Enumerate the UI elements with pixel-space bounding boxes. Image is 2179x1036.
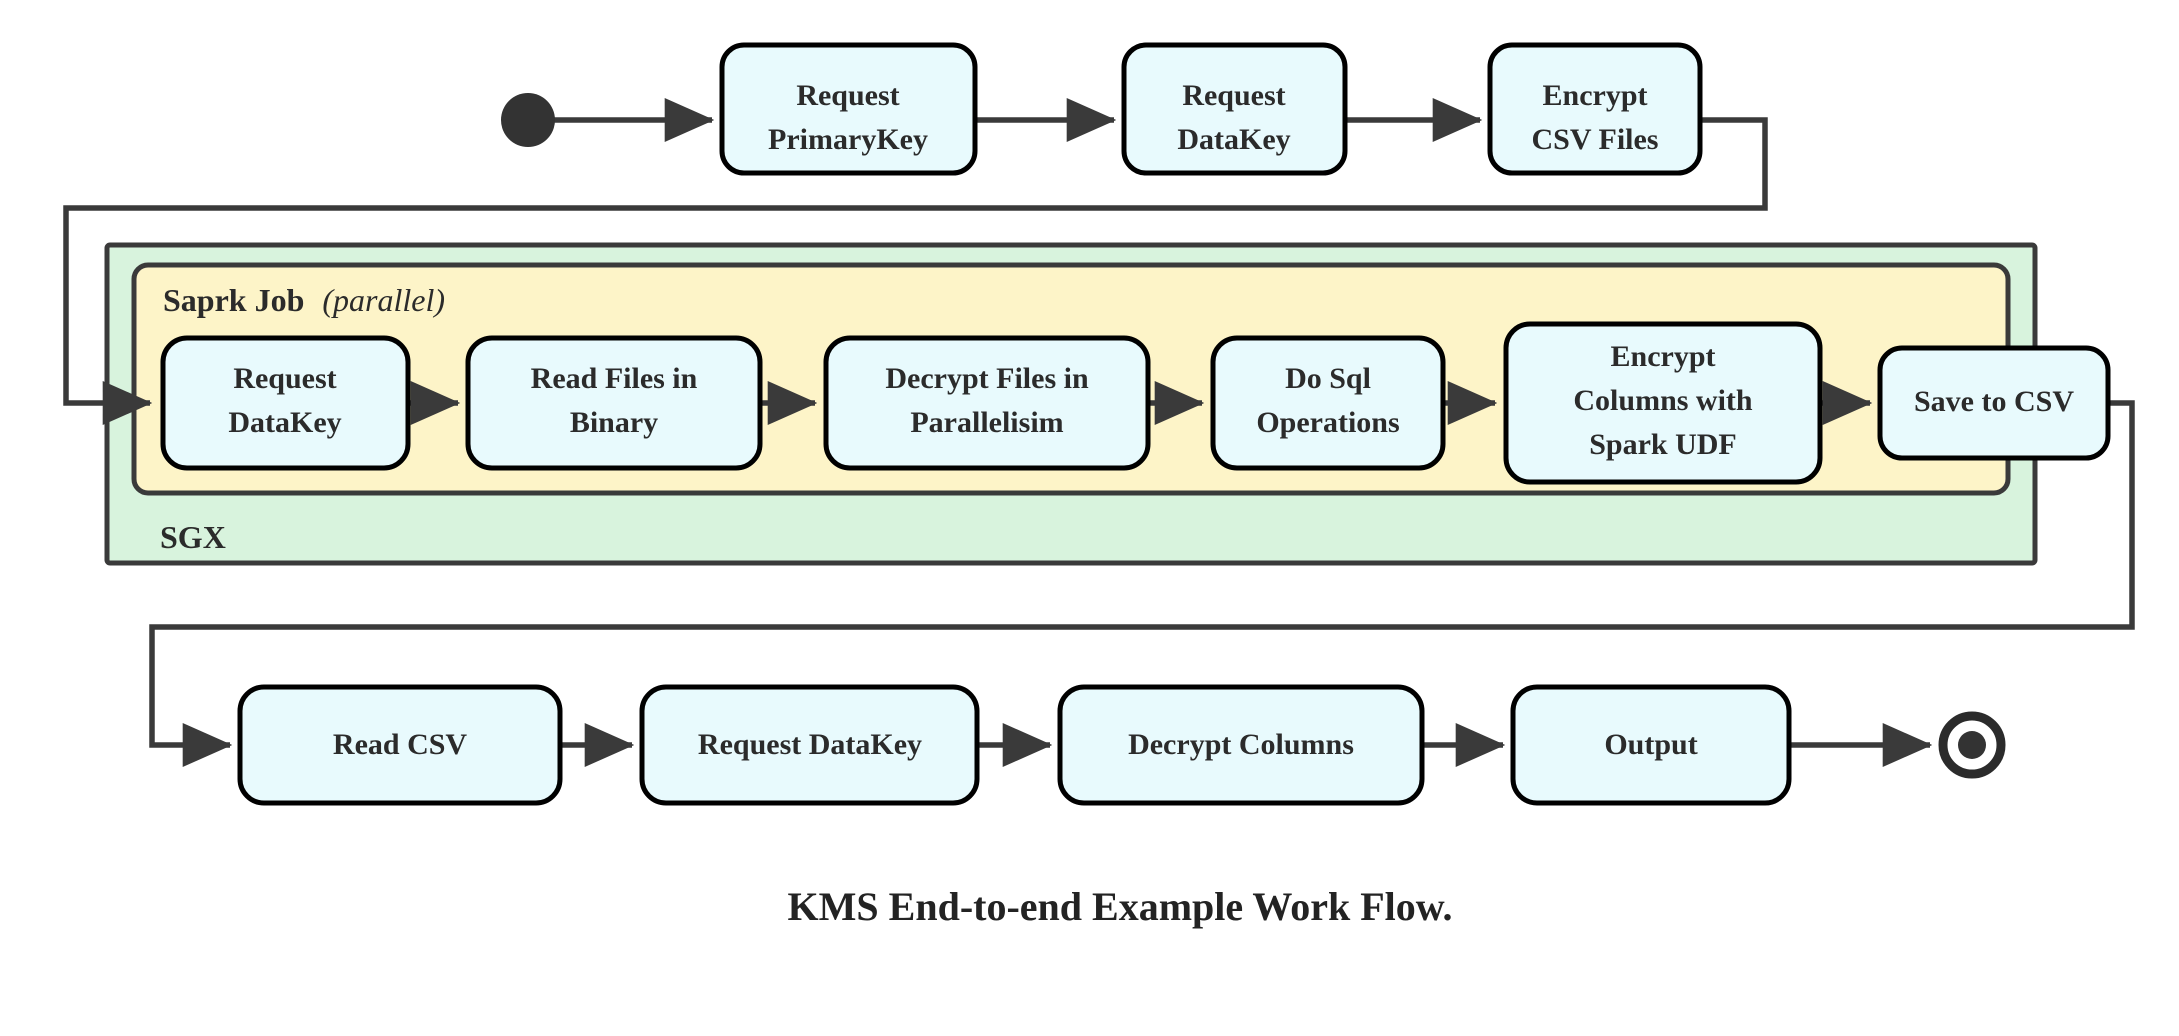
node-request-primarykey[interactable]: Request PrimaryKey [719, 42, 978, 176]
node-request-datakey-bottom[interactable]: Request DataKey [639, 684, 980, 806]
node-decrypt-files-in-parallelisim[interactable]: Decrypt Files in Parallelisim [823, 335, 1151, 471]
edge-encrypt-csv-files-to-spark-request-datakey [63, 117, 1768, 425]
node-encrypt-csv-files[interactable]: Encrypt CSV Files [1487, 42, 1703, 176]
edge-save-to-csv-to-read-csv [149, 400, 2135, 767]
node-save-to-csv[interactable]: Save to CSV [1877, 345, 2111, 461]
spark-job-parallel-label: (parallel) [322, 282, 445, 318]
node-request-datakey-spark[interactable]: Request DataKey [160, 335, 411, 471]
node-output[interactable]: Output [1510, 684, 1792, 806]
node-do-sql-operations[interactable]: Do Sql Operations [1210, 335, 1446, 471]
node-read-files-in-binary[interactable]: Read Files in Binary [465, 335, 763, 471]
end-node [1938, 711, 2006, 779]
node-decrypt-columns[interactable]: Decrypt Columns [1057, 684, 1425, 806]
start-node [501, 93, 555, 147]
node-request-datakey-top[interactable]: Request DataKey [1121, 42, 1348, 176]
connectors [63, 98, 2135, 767]
diagram-caption: KMS End-to-end Example Work Flow. [788, 884, 1453, 929]
spark-job-label: Saprk Job [163, 282, 304, 318]
node-read-csv[interactable]: Read CSV [237, 684, 563, 806]
node-encrypt-columns-with-spark-udf[interactable]: Encrypt Columns with Spark UDF [1503, 321, 1823, 485]
sgx-label: SGX [160, 519, 226, 555]
